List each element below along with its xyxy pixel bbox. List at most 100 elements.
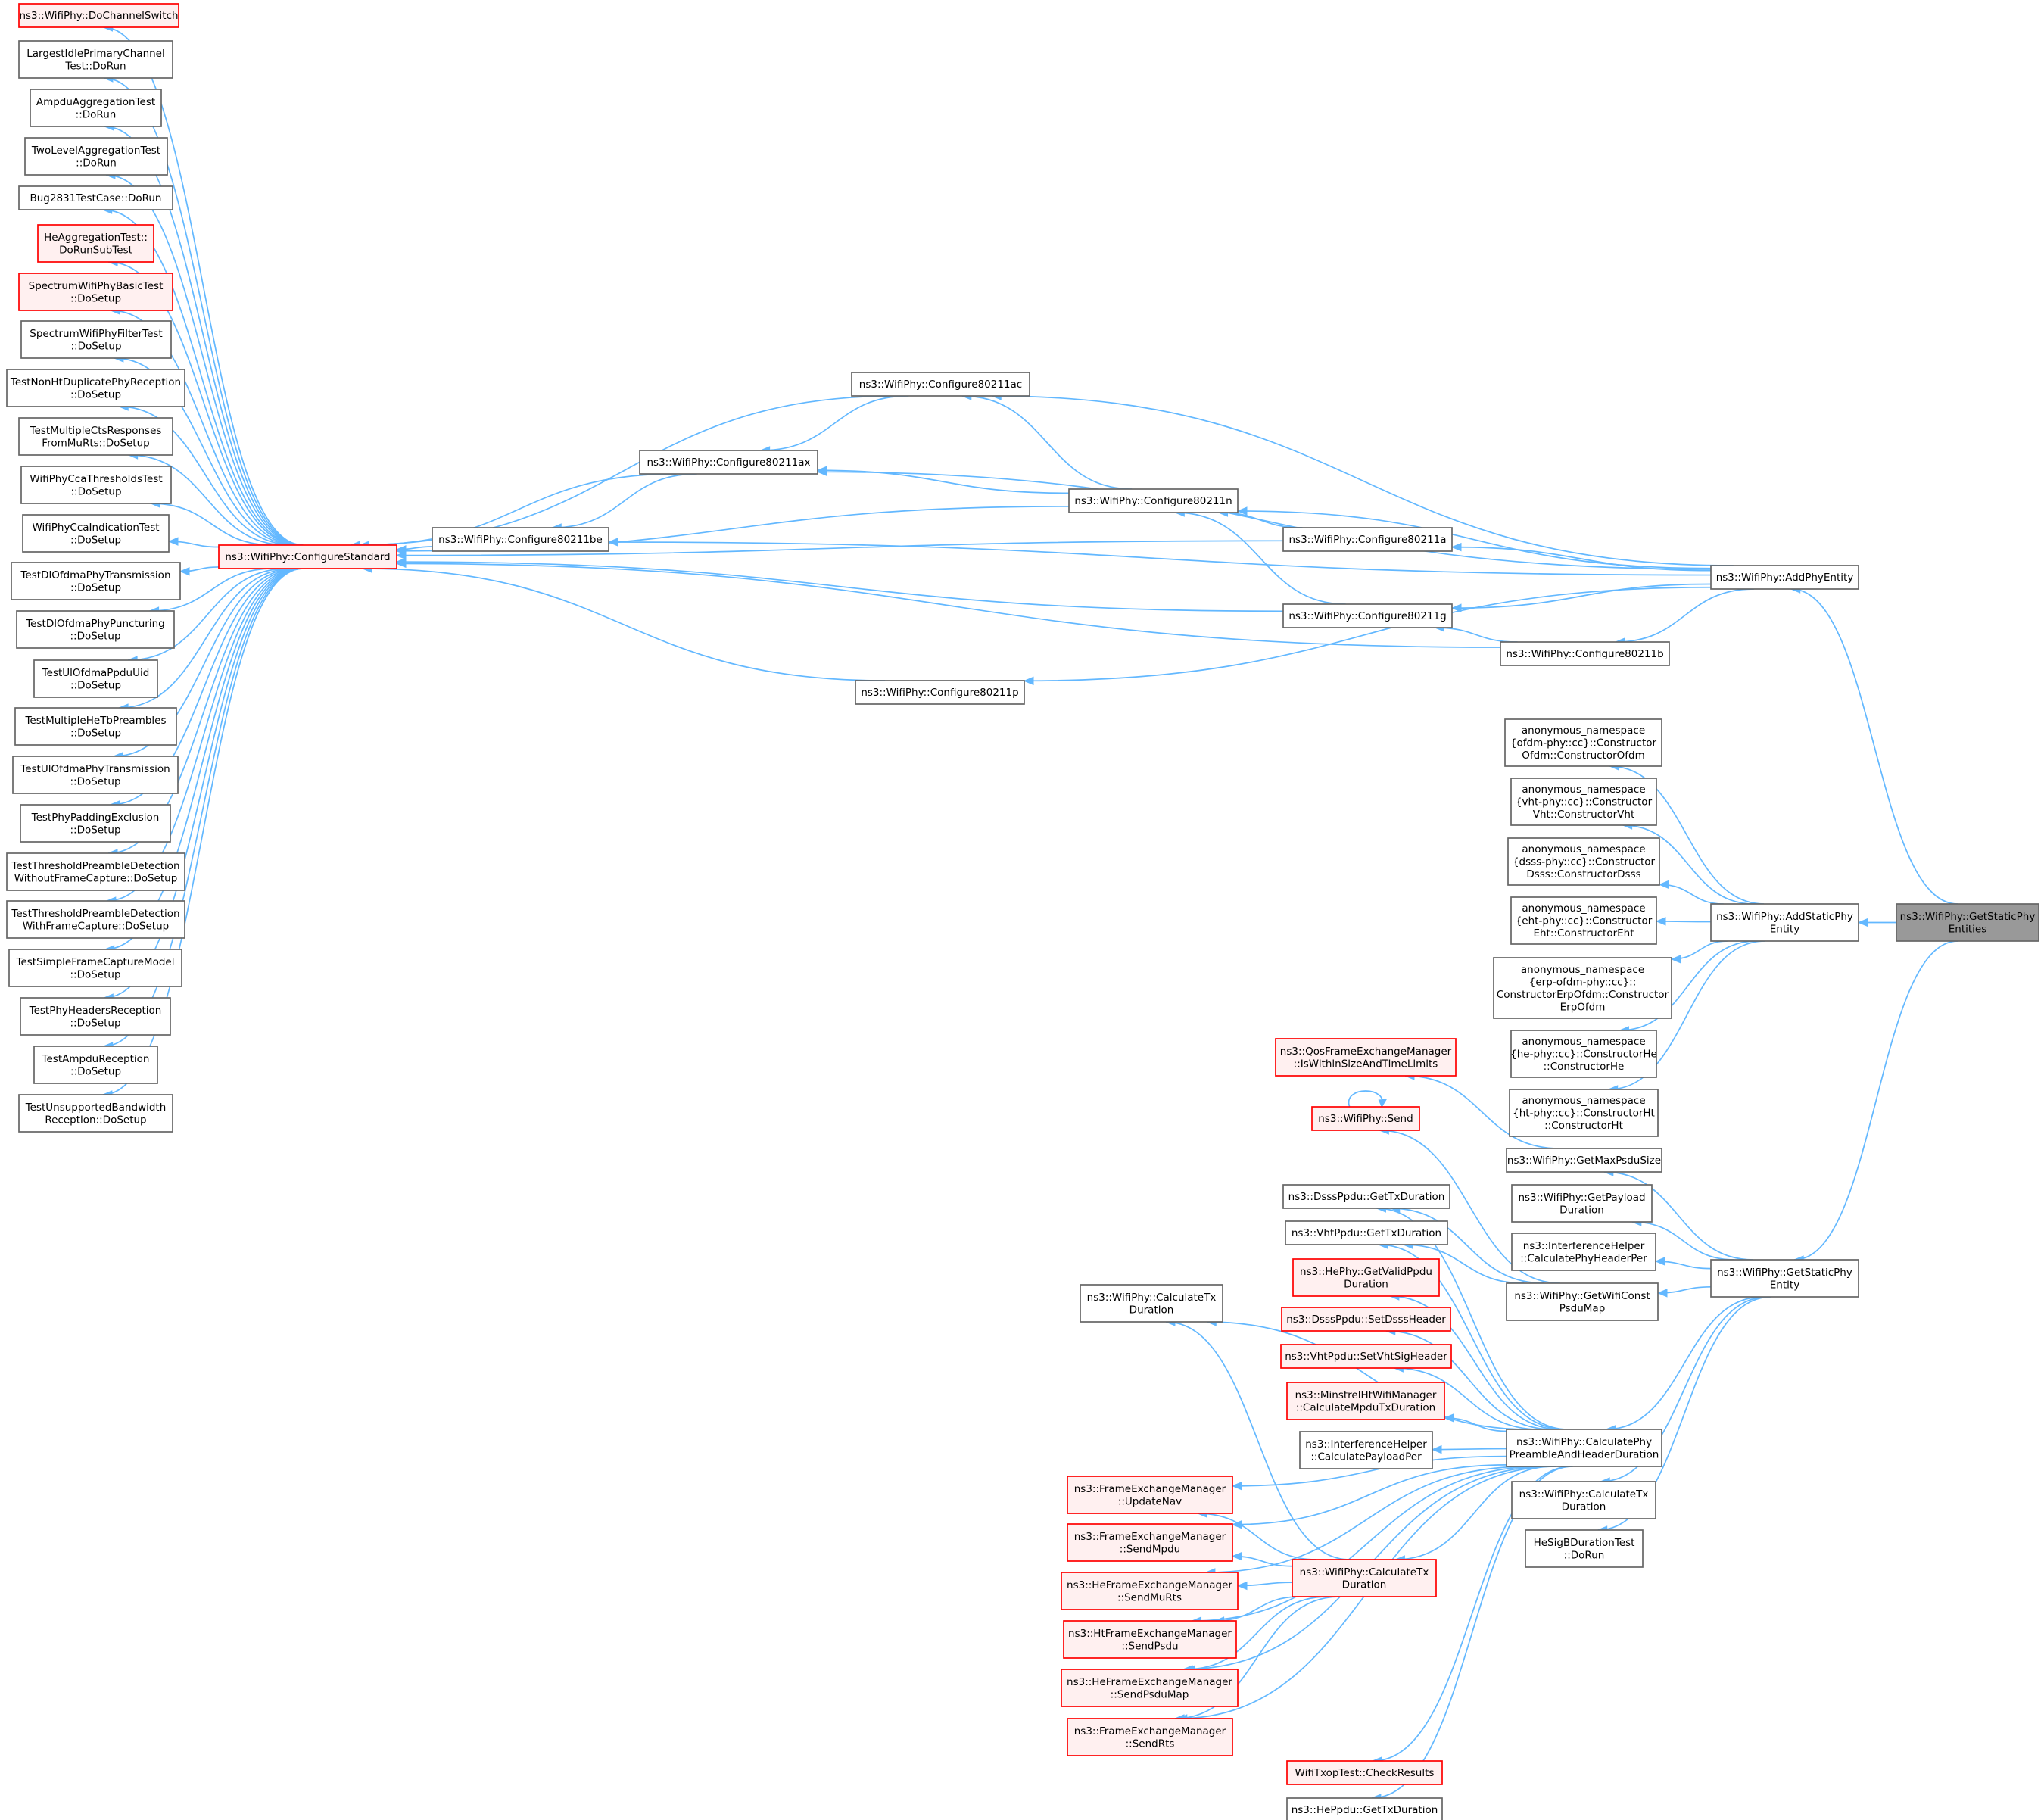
node-box[interactable] (1510, 896, 1657, 945)
node-box[interactable] (1282, 1184, 1450, 1209)
node-ccathr[interactable]: WifiPhyCcaThresholdsTest::DoSetup (20, 466, 172, 504)
node-sendpsdumap[interactable]: ns3::HeFrameExchangeManager::SendPsduMap (1061, 1669, 1239, 1707)
node-box[interactable] (1504, 718, 1662, 767)
node-minstrel[interactable]: ns3::MinstrelHtWifiManager::CalculateMpd… (1286, 1382, 1445, 1420)
node-box[interactable] (18, 273, 173, 311)
node-ctor_ht[interactable]: anonymous_namespace{ht-phy::cc}::Constru… (1509, 1089, 1659, 1137)
node-box[interactable] (1286, 1760, 1443, 1785)
node-box[interactable] (18, 3, 179, 28)
node-vhtsetsig[interactable]: ns3::VhtPpdu::SetVhtSigHeader (1280, 1344, 1452, 1369)
node-box[interactable] (1280, 1344, 1452, 1369)
node-box[interactable] (33, 659, 158, 698)
node-box[interactable] (20, 804, 171, 843)
node-box[interactable] (1511, 1233, 1656, 1271)
node-multihetb[interactable]: TestMultipleHeTbPreambles::DoSetup (14, 707, 177, 746)
node-box[interactable] (1286, 1797, 1443, 1820)
node-box[interactable] (1061, 1669, 1239, 1707)
node-box[interactable] (16, 610, 175, 649)
node-box[interactable] (1282, 603, 1453, 628)
node-sendmpdu[interactable]: ns3::FrameExchangeManager::SendMpdu (1067, 1523, 1233, 1562)
node-qoswithin[interactable]: ns3::QosFrameExchangeManager::IsWithinSi… (1275, 1038, 1457, 1077)
node-box[interactable] (1511, 1184, 1653, 1223)
node-box[interactable] (18, 417, 173, 456)
node-heagg[interactable]: HeAggregationTest::DoRunSubTest (37, 224, 154, 263)
node-cfg_ac[interactable]: ns3::WifiPhy::Configure80211ac (851, 372, 1030, 397)
node-thrwithout[interactable]: TestThresholdPreambleDetectionWithoutFra… (6, 852, 185, 891)
node-ampdurx[interactable]: TestAmpduReception::DoSetup (33, 1046, 158, 1084)
node-box[interactable] (1510, 1030, 1657, 1078)
node-cfg_n[interactable]: ns3::WifiPhy::Configure80211n (1068, 488, 1239, 513)
node-multicts[interactable]: TestMultipleCtsResponsesFromMuRts::DoSet… (18, 417, 173, 456)
node-cfg_be[interactable]: ns3::WifiPhy::Configure80211be (432, 527, 609, 552)
node-simplefc[interactable]: TestSimpleFrameCaptureModel::DoSetup (8, 949, 182, 987)
node-calcpreamble[interactable]: ns3::WifiPhy::CalculatePhyPreambleAndHea… (1506, 1429, 1662, 1467)
node-box[interactable] (855, 680, 1025, 705)
node-box[interactable] (1311, 1106, 1420, 1131)
node-unsupbw[interactable]: TestUnsupportedBandwidthReception::DoSet… (18, 1094, 173, 1133)
node-sendmurts[interactable]: ns3::HeFrameExchangeManager::SendMuRts (1061, 1572, 1239, 1610)
node-cfg_ax[interactable]: ns3::WifiPhy::Configure80211ax (639, 450, 818, 475)
node-box[interactable] (1067, 1476, 1233, 1514)
node-box[interactable] (1896, 903, 2039, 942)
node-box[interactable] (1506, 1282, 1659, 1321)
node-ctor_he[interactable]: anonymous_namespace{he-phy::cc}::Constru… (1510, 1030, 1657, 1078)
node-box[interactable] (1275, 1038, 1457, 1077)
node-txopcheck[interactable]: WifiTxopTest::CheckResults (1286, 1760, 1443, 1785)
node-phyheaders[interactable]: TestPhyHeadersReception::DoSetup (20, 997, 171, 1036)
node-specbasic[interactable]: SpectrumWifiPhyBasicTest::DoSetup (18, 273, 173, 311)
node-cfg_p[interactable]: ns3::WifiPhy::Configure80211p (855, 680, 1025, 705)
node-box[interactable] (1710, 903, 1859, 942)
node-twolevel[interactable]: TwoLevelAggregationTest::DoRun (24, 137, 168, 176)
node-box[interactable] (33, 1046, 158, 1084)
node-cfg_a[interactable]: ns3::WifiPhy::Configure80211a (1282, 527, 1453, 552)
node-dltx[interactable]: TestDlOfdmaPhyTransmission::DoSetup (11, 562, 181, 600)
node-box[interactable] (1710, 565, 1859, 590)
node-box[interactable] (1525, 1529, 1644, 1568)
node-box[interactable] (37, 224, 154, 263)
node-updatenav[interactable]: ns3::FrameExchangeManager::UpdateNav (1067, 1476, 1233, 1514)
node-ccaind[interactable]: WifiPhyCcaIndicationTest::DoSetup (22, 514, 170, 553)
node-box[interactable] (20, 997, 171, 1036)
node-bug2831[interactable]: Bug2831TestCase::DoRun (18, 185, 173, 210)
node-ctor_eht[interactable]: anonymous_namespace{eht-phy::cc}::Constr… (1510, 896, 1657, 945)
node-sendrts[interactable]: ns3::FrameExchangeManager::SendRts (1067, 1718, 1233, 1756)
node-send[interactable]: ns3::WifiPhy::Send (1311, 1106, 1420, 1131)
node-interfpayload[interactable]: ns3::InterferenceHelper::CalculatePayloa… (1299, 1431, 1433, 1469)
node-addphy[interactable]: ns3::WifiPhy::AddPhyEntity (1710, 565, 1859, 590)
node-vhtgettx[interactable]: ns3::VhtPpdu::GetTxDuration (1285, 1220, 1448, 1245)
node-ctor_vht[interactable]: anonymous_namespace{vht-phy::cc}::Constr… (1510, 778, 1657, 826)
node-box[interactable] (1507, 837, 1660, 886)
node-box[interactable] (20, 320, 172, 359)
node-box[interactable] (1292, 1258, 1440, 1297)
node-box[interactable] (1509, 1089, 1659, 1137)
node-ctor_ofdm[interactable]: anonymous_namespace{ofdm-phy::cc}::Const… (1504, 718, 1662, 767)
node-ulppduuid[interactable]: TestUlOfdmaPpduUid::DoSetup (33, 659, 158, 698)
node-box[interactable] (6, 852, 185, 891)
node-box[interactable] (22, 514, 170, 553)
node-nonht[interactable]: TestNonHtDuplicatePhyReception::DoSetup (6, 369, 185, 407)
node-getmaxpsdu[interactable]: ns3::WifiPhy::GetMaxPsduSize (1506, 1148, 1662, 1173)
node-box[interactable] (1710, 1259, 1859, 1298)
node-hesigb[interactable]: HeSigBDurationTest::DoRun (1525, 1529, 1644, 1568)
node-box[interactable] (1063, 1620, 1237, 1659)
node-ctor_erp[interactable]: anonymous_namespace{erp-ofdm-phy::cc}::C… (1493, 957, 1672, 1019)
node-box[interactable] (1281, 1307, 1451, 1332)
node-box[interactable] (851, 372, 1030, 397)
node-hegettx[interactable]: ns3::HePpdu::GetTxDuration (1286, 1797, 1443, 1820)
node-cfg_g[interactable]: ns3::WifiPhy::Configure80211g (1282, 603, 1453, 628)
node-box[interactable] (18, 185, 173, 210)
node-interfhdr[interactable]: ns3::InterferenceHelper::CalculatePhyHea… (1511, 1233, 1656, 1271)
node-box[interactable] (1292, 1559, 1437, 1597)
node-box[interactable] (1285, 1220, 1448, 1245)
node-box[interactable] (1080, 1284, 1223, 1323)
node-dsssgettx[interactable]: ns3::DsssPpdu::GetTxDuration (1282, 1184, 1450, 1209)
node-box[interactable] (1061, 1572, 1239, 1610)
node-box[interactable] (639, 450, 818, 475)
